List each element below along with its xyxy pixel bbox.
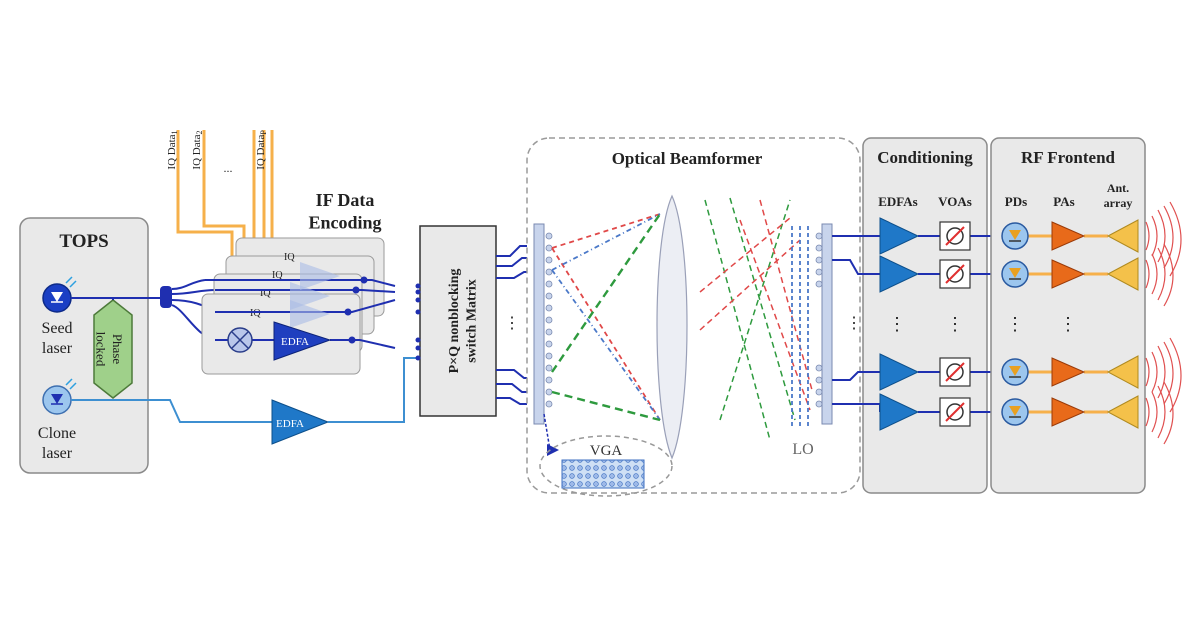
mixer-icon (227, 327, 253, 353)
tops-title: TOPS (59, 231, 108, 252)
conditioning-panel: Conditioning EDFAs VOAs (832, 137, 1000, 494)
edfa-icon-4 (879, 393, 920, 431)
voas-label: VOAs (938, 194, 972, 209)
voa-icon-4 (939, 397, 971, 427)
voa-icon-1 (939, 221, 971, 251)
beamformer-box (526, 137, 861, 494)
rf-ellipsis-2: ⋮ (1059, 314, 1077, 334)
antenna-icon-3 (1106, 355, 1139, 389)
modulator-edfa-label: EDFA (281, 336, 309, 348)
phase-locked-block (93, 299, 133, 399)
bottom-edfa-fiber (328, 357, 420, 423)
modulator-label-3: IQ (272, 270, 283, 281)
antenna-icon-4 (1106, 395, 1139, 429)
pa-icon-2 (1051, 259, 1086, 289)
pa-icon-1 (1051, 221, 1086, 251)
conditioning-ellipsis-2: ⋮ (946, 314, 964, 334)
rf-frontend-panel: RF Frontend PDs PAs Ant.array (990, 137, 1146, 494)
pd-icon-3 (1001, 358, 1029, 386)
vga-grid-icon (561, 459, 645, 489)
iq-data-2-label: IQ Data2 (191, 130, 204, 169)
radiation-waves-icon (1145, 201, 1182, 445)
edfa-icon-2 (879, 255, 920, 293)
rf-frontend-box (990, 137, 1146, 494)
bottom-edfa: EDFA (271, 357, 420, 445)
beamformer-input-array (533, 223, 545, 425)
vga-outline (539, 435, 673, 497)
edfa-icon-1 (879, 217, 920, 255)
iq-data-p-label: IQ DataP (255, 130, 268, 170)
pd-icon-1 (1001, 222, 1029, 250)
beamformer-out-ellipsis: ⋮ (846, 315, 862, 332)
phase-locked-label: Phaselocked (94, 332, 125, 367)
clone-laser-icon (42, 378, 77, 415)
voa-icon-2 (939, 259, 971, 289)
modulator-label-2: IQ (260, 288, 271, 299)
switch-ellipsis: ⋮ (504, 315, 520, 332)
bottom-edfa-label: EDFA (276, 418, 304, 430)
modulator-edfa-icon (273, 321, 332, 361)
beamformer-output-array (821, 223, 833, 425)
optical-beamformer: Optical Beamformer (526, 137, 862, 497)
vga-label: VGA (590, 443, 623, 459)
conditioning-title: Conditioning (877, 148, 973, 167)
modulator-label-4: IQ (284, 252, 295, 263)
iq-data-ellipsis: ... (224, 161, 233, 175)
rf-frontend-title: RF Frontend (1021, 148, 1116, 167)
conditioning-ellipsis-1: ⋮ (888, 314, 906, 334)
pds-label: PDs (1005, 194, 1027, 209)
pas-label: PAs (1053, 194, 1074, 209)
pa-icon-3 (1051, 357, 1086, 387)
antenna-icon-2 (1106, 257, 1139, 291)
switch-box (419, 225, 497, 417)
pd-icon-2 (1001, 260, 1029, 288)
conditioning-box (862, 137, 988, 494)
rf-ellipsis-1: ⋮ (1006, 314, 1024, 334)
modulator-label-1: IQ (250, 308, 261, 319)
pa-icon-4 (1051, 397, 1086, 427)
edfa-icon-3 (879, 353, 920, 391)
lo-label: LO (792, 441, 813, 458)
pd-icon-4 (1001, 398, 1029, 426)
fiber-splitter-icon (160, 279, 216, 341)
lens (656, 194, 688, 460)
antenna-icon-1 (1106, 219, 1139, 253)
clone-fiber (71, 399, 272, 423)
iq-data-1-label: IQ Data1 (166, 130, 179, 169)
bottom-edfa-icon (271, 399, 330, 445)
voa-icon-3 (939, 357, 971, 387)
beamformer-title: Optical Beamformer (612, 149, 763, 168)
seed-fiber (71, 297, 160, 300)
edfas-label: EDFAs (878, 194, 917, 209)
antenna-array-label: Ant.array (1104, 181, 1133, 210)
